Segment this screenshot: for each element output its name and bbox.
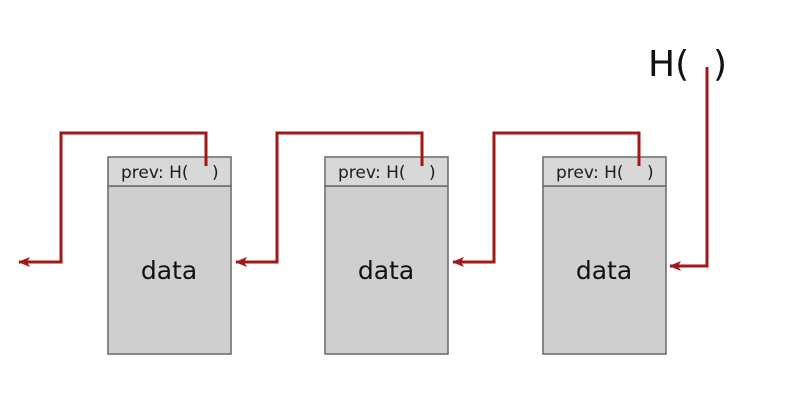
block-3-data-label: data bbox=[576, 256, 632, 285]
block-2-prev-close: ) bbox=[429, 163, 436, 183]
head-hash-label-open: H( bbox=[648, 44, 689, 85]
head-pointer-arrow bbox=[669, 67, 709, 271]
block-3-prev-label: prev: H( bbox=[556, 163, 624, 183]
block-1-prev-label: prev: H( bbox=[121, 163, 189, 183]
block-3: prev: H( ) data bbox=[542, 156, 667, 355]
block-1: prev: H( ) data bbox=[107, 156, 232, 355]
block-2-header bbox=[324, 156, 449, 187]
block-3-prev-close: ) bbox=[647, 163, 654, 183]
block-2-data-label: data bbox=[358, 256, 414, 285]
block-1-prev-close: ) bbox=[212, 163, 219, 183]
block-2: prev: H( ) data bbox=[324, 156, 449, 355]
block-1-data-label: data bbox=[141, 256, 197, 285]
block-3-body bbox=[542, 185, 667, 355]
block-1-body bbox=[107, 185, 232, 355]
block-2-prev-pointer-arrow bbox=[235, 131, 424, 267]
block-2-prev-label: prev: H( bbox=[338, 163, 406, 183]
block-3-prev-pointer-arrow bbox=[452, 131, 641, 267]
block-1-prev-pointer-arrow bbox=[18, 131, 208, 267]
block-3-header bbox=[542, 156, 667, 187]
head-hash-label-close: ) bbox=[713, 44, 727, 85]
block-1-header bbox=[107, 156, 232, 187]
